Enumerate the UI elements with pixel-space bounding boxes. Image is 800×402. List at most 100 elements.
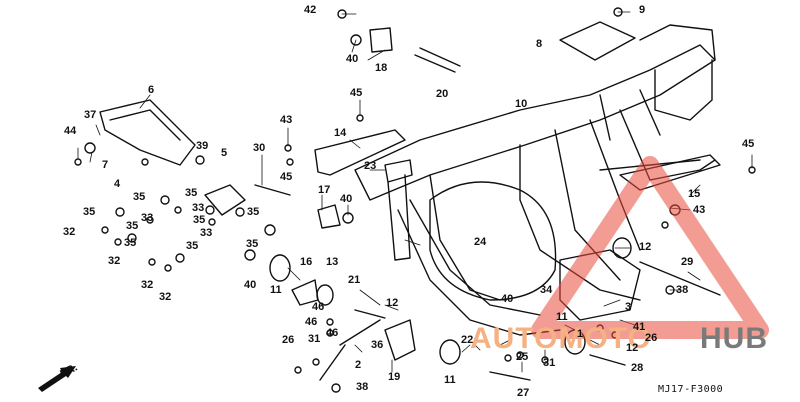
callout-label: 11 <box>556 311 568 323</box>
bracket-5 <box>204 184 246 216</box>
callout-label: 35 <box>247 206 260 218</box>
callout-label: 15 <box>688 188 701 200</box>
bushing-11b <box>439 339 461 365</box>
bolt-21 <box>354 309 386 319</box>
callout-label: 25 <box>516 351 529 363</box>
callout-label: 35 <box>193 214 206 226</box>
steering-head <box>384 159 413 261</box>
callout-label: 40 <box>501 293 514 305</box>
callout-label: 22 <box>461 334 474 346</box>
callout-label: 35 <box>133 191 146 203</box>
callout-label: 10 <box>515 98 528 110</box>
callout-label: 35 <box>83 206 96 218</box>
bolt-27 <box>489 371 531 381</box>
callout-label: 6 <box>148 84 155 96</box>
callout-label: 20 <box>436 88 449 100</box>
callout-label: 33 <box>141 212 154 224</box>
callout-label: 44 <box>64 125 77 137</box>
bracket-17 <box>317 204 341 229</box>
bushing-11a <box>269 254 291 282</box>
callout-label: 32 <box>141 279 154 291</box>
frame-rear-subframe <box>599 24 716 141</box>
callout-label: 30 <box>253 142 266 154</box>
bracket-18 <box>369 27 393 53</box>
callout-label: 11 <box>444 374 456 386</box>
callout-label: 32 <box>63 226 76 238</box>
callout-label: 7 <box>102 159 109 171</box>
fr-arrow <box>38 366 76 392</box>
callout-label: 23 <box>364 160 377 172</box>
callout-label: 35 <box>124 237 137 249</box>
leader-lines <box>77 11 753 373</box>
bracket-6 <box>99 99 196 166</box>
bracket-14 <box>314 129 406 176</box>
callout-label: 16 <box>300 256 313 268</box>
callout-label: 35 <box>246 238 259 250</box>
callout-label: 21 <box>348 274 361 286</box>
callout-label: 24 <box>474 236 487 248</box>
callout-label: 8 <box>536 38 543 50</box>
callout-label: 46 <box>305 316 318 328</box>
callout-label: 46 <box>312 301 325 313</box>
callout-label: 43 <box>693 204 706 216</box>
callout-label: 37 <box>84 109 97 121</box>
rod-20 <box>414 47 461 73</box>
callout-label: 38 <box>676 284 689 296</box>
callout-label: 31 <box>308 333 321 345</box>
part-code: MJ17-F3000 <box>658 384 724 395</box>
callout-label: 40 <box>346 53 359 65</box>
callout-label: 18 <box>375 62 388 74</box>
callout-label: 29 <box>681 256 694 268</box>
callout-label: 28 <box>631 362 644 374</box>
callout-label: 36 <box>371 339 384 351</box>
frame-down-tube <box>397 199 561 336</box>
callout-label: 34 <box>540 284 553 296</box>
watermark-text-2: HUB <box>700 322 768 355</box>
callout-label: 12 <box>386 297 399 309</box>
callout-label: 3 <box>625 301 632 313</box>
callout-label: 27 <box>517 387 530 399</box>
callout-label: 45 <box>742 138 755 150</box>
callout-label: 32 <box>108 255 121 267</box>
callout-label: 40 <box>340 193 353 205</box>
callout-label: 41 <box>633 321 646 333</box>
callout-label: 43 <box>280 114 293 126</box>
bracket-16 <box>291 279 319 306</box>
callout-label: 32 <box>159 291 172 303</box>
watermark-text-1: AUTOMOTO <box>470 322 652 355</box>
callout-label: 2 <box>355 359 362 371</box>
callout-label: 26 <box>645 332 658 344</box>
callout-label: 35 <box>186 240 199 252</box>
callout-label: 45 <box>350 87 363 99</box>
bolt-28 <box>589 354 626 366</box>
callout-label: 35 <box>126 220 139 232</box>
callout-label: 13 <box>326 256 339 268</box>
callout-label: 33 <box>200 227 213 239</box>
bolt-2 <box>319 319 381 381</box>
callout-label: 31 <box>543 357 556 369</box>
callout-label: 17 <box>318 184 331 196</box>
bolt-30 <box>254 184 291 196</box>
frame-cradle <box>429 129 641 301</box>
callout-label: 38 <box>356 381 369 393</box>
callout-label: 11 <box>270 284 282 296</box>
bolt-29 <box>639 261 721 296</box>
watermark-triangle <box>531 156 769 339</box>
cover-8 <box>559 21 636 61</box>
callout-label: 40 <box>244 279 257 291</box>
callout-label: 14 <box>334 127 347 139</box>
callout-label: 12 <box>626 342 639 354</box>
callout-label: 35 <box>185 187 198 199</box>
callout-label: 26 <box>282 334 295 346</box>
callout-label: 4 <box>114 178 121 190</box>
callout-label: 46 <box>326 327 339 339</box>
callout-label: 45 <box>280 171 293 183</box>
callout-label: 42 <box>304 4 317 16</box>
callout-label: 9 <box>639 4 646 16</box>
callout-label: 39 <box>196 140 209 152</box>
bracket-19 <box>384 319 416 361</box>
bushing-12 <box>612 237 632 259</box>
callout-label: 12 <box>639 241 652 253</box>
